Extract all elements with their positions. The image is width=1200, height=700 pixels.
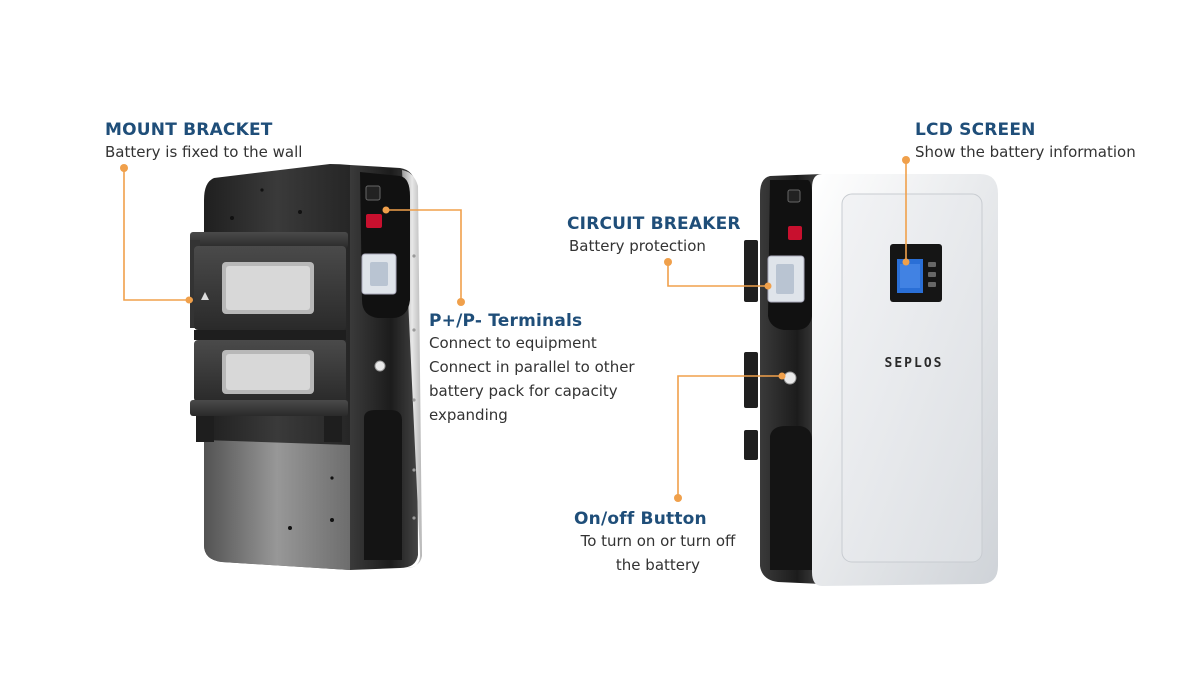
svg-text:SEPLOS: SEPLOS bbox=[885, 356, 944, 371]
right-battery-unit bbox=[744, 174, 998, 586]
lcd-buttons bbox=[928, 262, 936, 287]
terminals-line-2: Connect in parallel to other bbox=[429, 358, 635, 376]
mount-bracket-title: MOUNT BRACKET bbox=[105, 120, 273, 140]
callout-terminals: P+/P- Terminals Connect to equipment Con… bbox=[429, 311, 635, 427]
circuit-breaker-desc: Battery protection bbox=[569, 237, 706, 255]
leader-dots bbox=[120, 156, 910, 502]
terminals-line-3: battery pack for capacity bbox=[429, 382, 618, 400]
leader-onoff-button bbox=[677, 375, 782, 498]
callout-mount-bracket: MOUNT BRACKET Battery is fixed to the wa… bbox=[105, 120, 302, 164]
negative-terminal bbox=[365, 185, 381, 201]
callout-onoff-button: On/off Button To turn on or turn off the… bbox=[560, 509, 756, 577]
power-button-icon bbox=[374, 360, 386, 372]
lcd-screen-title: LCD SCREEN bbox=[915, 120, 1036, 140]
positive-terminal bbox=[366, 214, 382, 228]
seplos-logo: SEPLOS bbox=[885, 356, 944, 371]
leader-circuit-breaker bbox=[667, 262, 768, 287]
terminals-title: P+/P- Terminals bbox=[429, 311, 583, 331]
leader-lines bbox=[123, 160, 907, 498]
callout-lcd-screen: LCD SCREEN Show the battery information bbox=[915, 120, 1136, 164]
mount-bracket bbox=[187, 232, 348, 442]
left-side-panel bbox=[350, 165, 422, 570]
terminals-line-4: expanding bbox=[429, 406, 508, 424]
terminals-line-1: Connect to equipment bbox=[429, 334, 597, 352]
leader-mount-bracket bbox=[123, 168, 186, 301]
lcd-screen-desc: Show the battery information bbox=[915, 143, 1136, 161]
onoff-button-line-2: the battery bbox=[615, 556, 701, 574]
circuit-breaker-title: CIRCUIT BREAKER bbox=[567, 214, 741, 234]
mount-bracket-desc: Battery is fixed to the wall bbox=[105, 143, 303, 161]
left-battery-unit bbox=[187, 164, 422, 570]
callout-circuit-breaker: CIRCUIT BREAKER Battery protection bbox=[567, 214, 741, 258]
leader-terminals bbox=[386, 209, 462, 302]
onoff-button-title: On/off Button bbox=[574, 509, 707, 529]
lcd-screen bbox=[890, 244, 942, 302]
rivets bbox=[230, 188, 334, 530]
onoff-button-line-1: To turn on or turn off bbox=[580, 532, 736, 550]
